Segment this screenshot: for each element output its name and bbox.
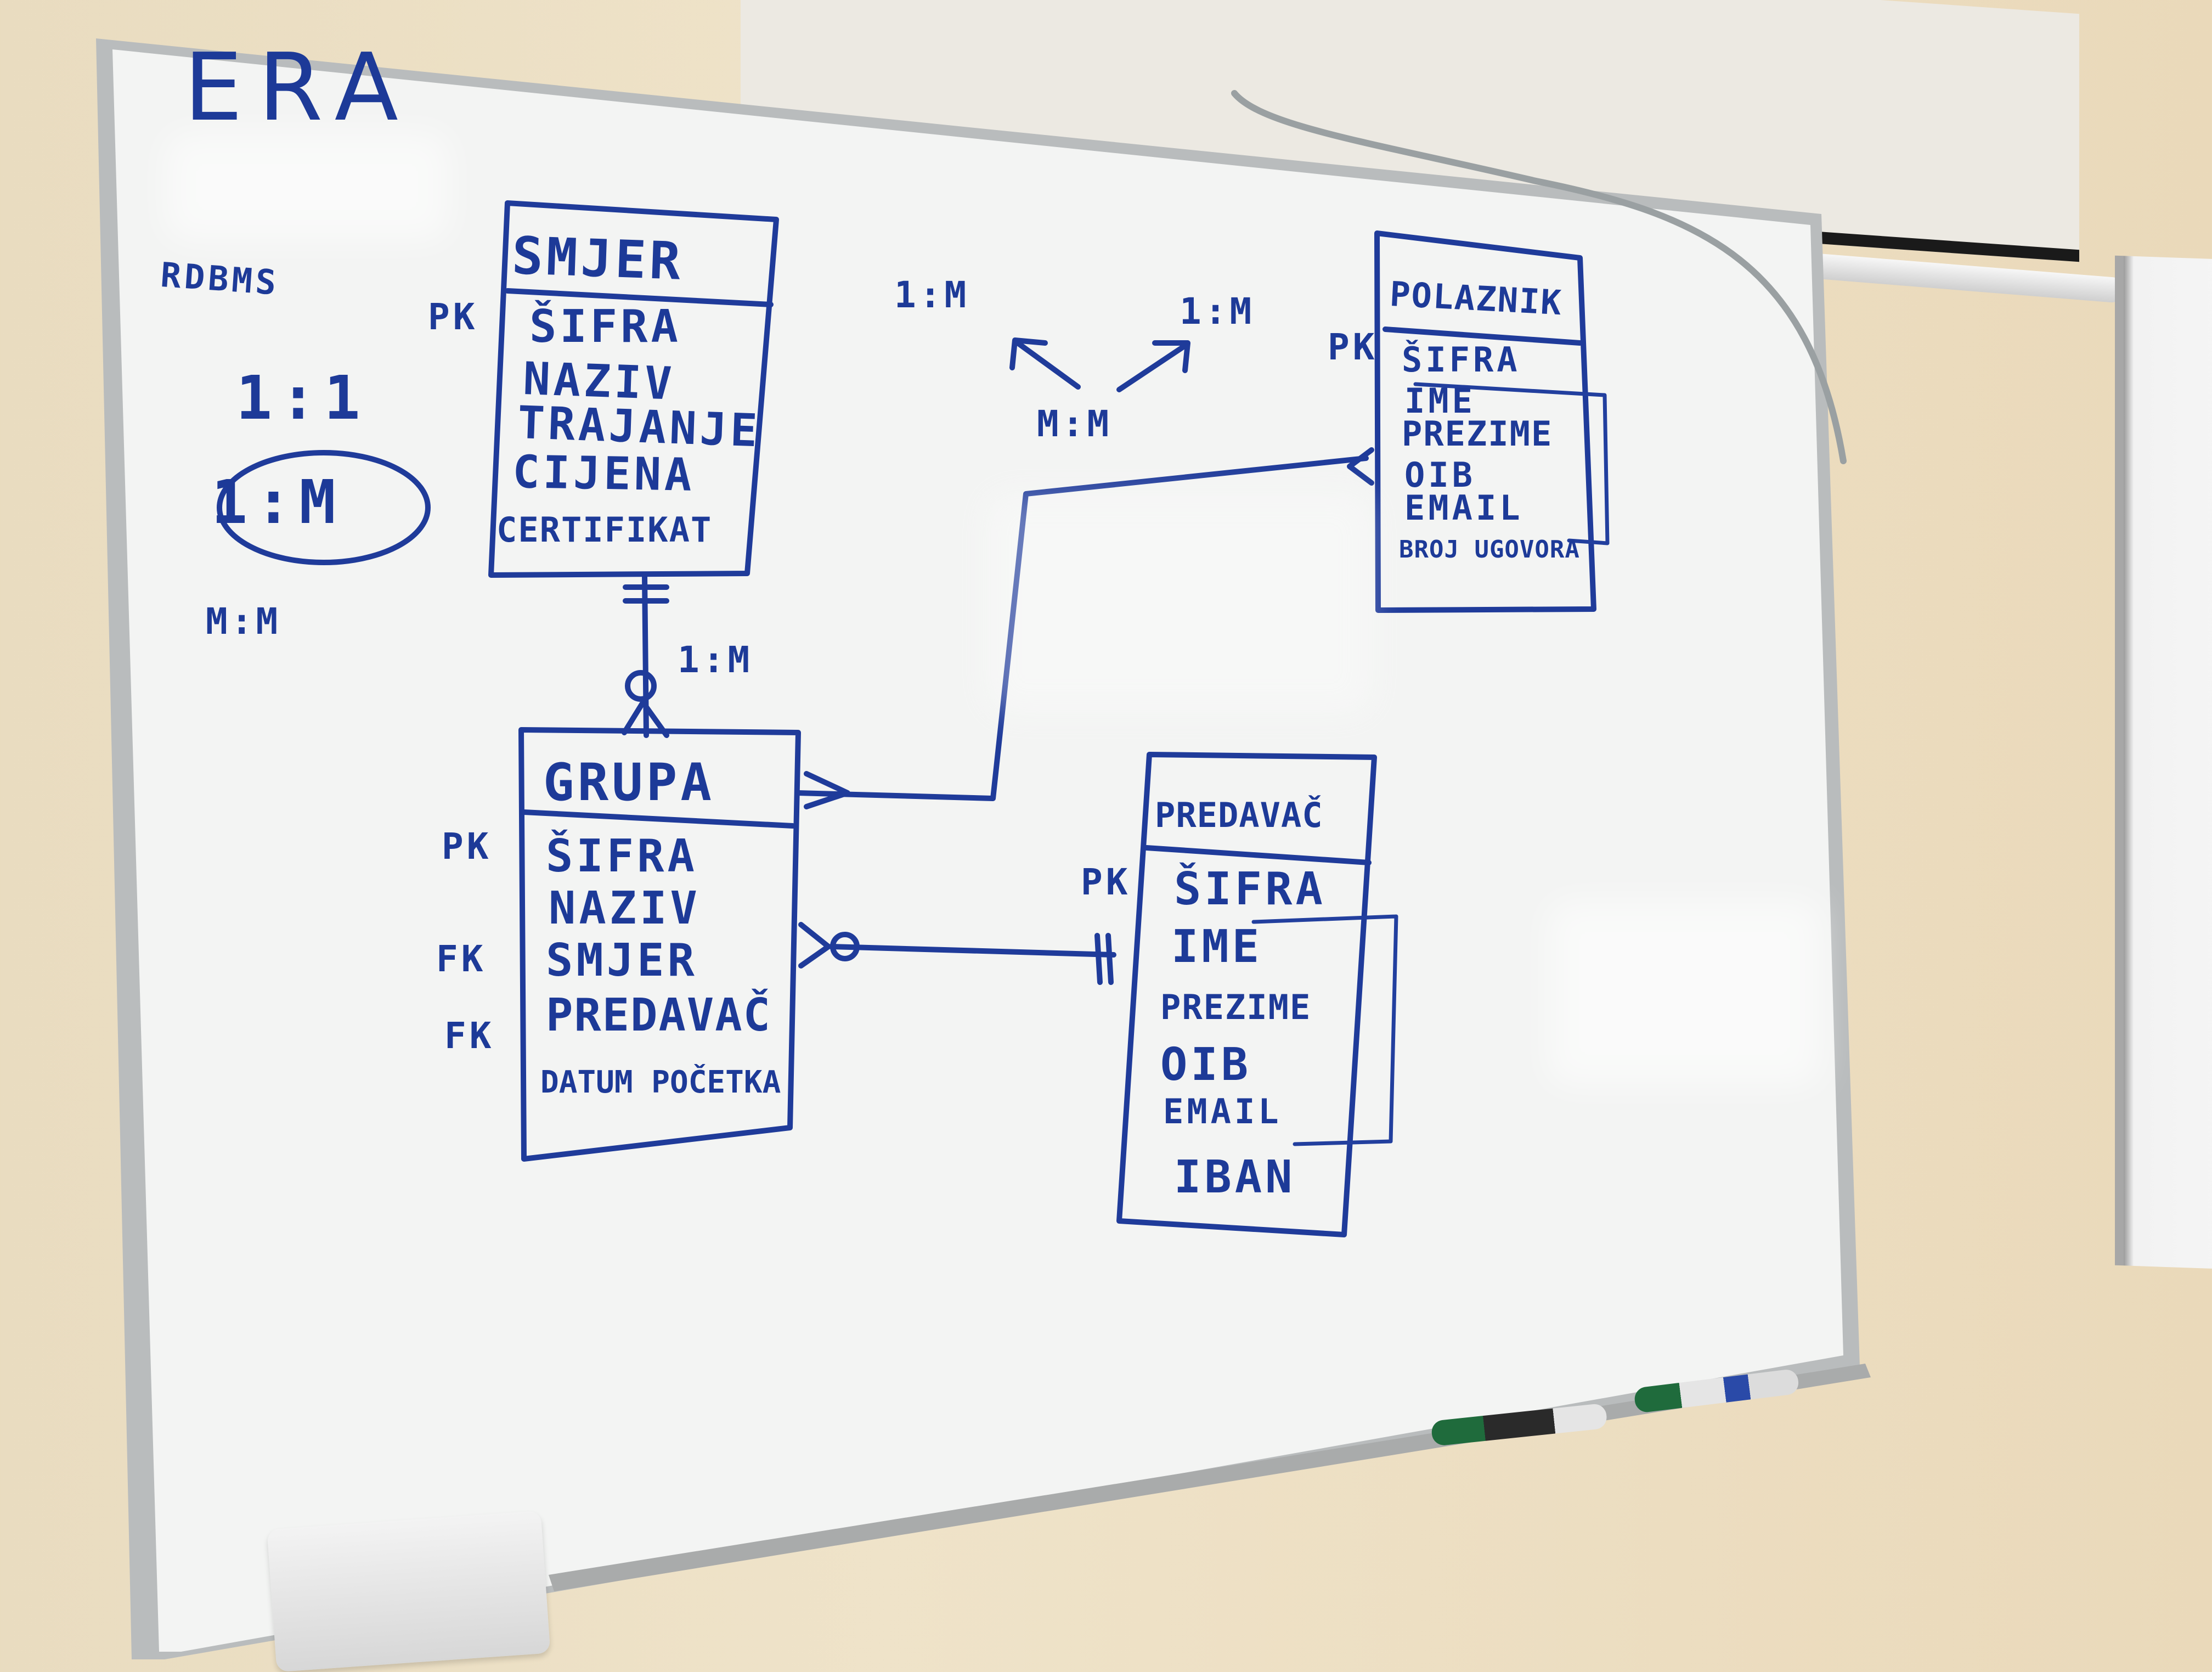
pk-tag: PK — [442, 825, 492, 868]
polaznik-field: ŠIFRA — [1402, 340, 1521, 380]
light-glare — [1547, 900, 1821, 1086]
pk-tag: PK — [1081, 861, 1131, 903]
board-surface — [112, 49, 1843, 1652]
board-title: ERA — [184, 33, 414, 142]
grupa-field: DATUM POČETKA — [540, 1065, 781, 1100]
polaznik-field: BROJ UGOVORA — [1399, 536, 1580, 564]
crows-foot-mark — [622, 700, 669, 738]
grupa-field: NAZIV — [549, 882, 701, 934]
predavac-table-box — [1116, 752, 1377, 1237]
arrow-head — [1152, 340, 1190, 373]
note-many-to-many: M:M — [206, 600, 281, 643]
grupa-header-divider — [521, 809, 795, 829]
zero-circle-mark — [830, 932, 860, 961]
polaznik-header-divider — [1383, 326, 1583, 346]
predavac-field: IBAN — [1174, 1151, 1296, 1203]
polaznik-table-name: POLAZNIK — [1389, 274, 1564, 323]
predavac-field: EMAIL — [1163, 1091, 1282, 1131]
arrow-right-up — [1116, 343, 1188, 392]
light-glare — [988, 494, 1372, 713]
grupa-field: PREDAVAČ — [546, 989, 771, 1042]
note-one-to-many: 1:M — [211, 467, 343, 537]
grupa-table-box — [518, 727, 801, 1162]
note-rdbms: RDBMS — [159, 255, 281, 303]
crows-foot-mark — [798, 922, 831, 969]
predavac-table-name: PREDAVAČ — [1155, 795, 1323, 835]
fk-tag: FK — [436, 938, 487, 980]
smjer-header-divider — [505, 288, 774, 307]
fk-tag: FK — [444, 1015, 495, 1057]
smjer-table-box — [488, 200, 779, 578]
polaznik-field: OIB — [1404, 455, 1476, 495]
grupa-table-name: GRUPA — [543, 753, 715, 813]
grupa-polaznik-connector — [795, 455, 1369, 801]
smjer-field: ŠIFRA — [529, 301, 681, 353]
polaznik-field: PREZIME — [1402, 414, 1553, 454]
crows-foot-mark — [1347, 447, 1374, 486]
whiteboard-eraser[interactable] — [267, 1510, 551, 1672]
arrow-head — [1009, 337, 1048, 370]
polaznik-table-box — [1374, 230, 1596, 613]
one-bar-mark — [1105, 933, 1114, 985]
smjer-table-name: SMJER — [511, 226, 685, 292]
relation-label: 1:M — [1180, 290, 1255, 333]
predavac-header-divider — [1144, 845, 1372, 865]
light-glare — [165, 132, 450, 241]
pk-tag: PK — [1328, 326, 1378, 368]
smjer-field: CERTIFIKAT — [496, 510, 713, 550]
grupa-field: ŠIFRA — [546, 830, 698, 882]
crows-foot-mark — [804, 771, 850, 809]
grupa-predavac-connector — [828, 944, 1116, 958]
note-one-to-one: 1:1 — [236, 363, 368, 433]
smjer-field: TRAJANJE — [516, 397, 761, 458]
predavac-field: IME — [1171, 921, 1263, 973]
one-bar-mark — [1094, 933, 1103, 985]
relation-label: M:M — [1037, 403, 1113, 445]
predavac-field: ŠIFRA — [1174, 863, 1326, 915]
arrow-left-up — [1015, 340, 1081, 390]
relation-label: 1:M — [894, 274, 970, 316]
predavac-bracket — [1251, 914, 1398, 1146]
hanging-cord — [1231, 90, 1847, 464]
polaznik-bracket — [1413, 382, 1610, 545]
predavac-field: OIB — [1160, 1039, 1252, 1091]
relation-label: 1:M — [678, 639, 753, 681]
zero-circle-mark — [625, 670, 657, 702]
predavac-field: PREZIME — [1160, 987, 1312, 1027]
smjer-field: CIJENA — [512, 446, 696, 502]
pk-tag: PK — [428, 296, 478, 338]
polaznik-field: EMAIL — [1404, 488, 1523, 528]
one-to-many-circle — [217, 450, 431, 565]
polaznik-field: IME — [1404, 381, 1476, 421]
grupa-field: SMJER — [546, 934, 698, 987]
